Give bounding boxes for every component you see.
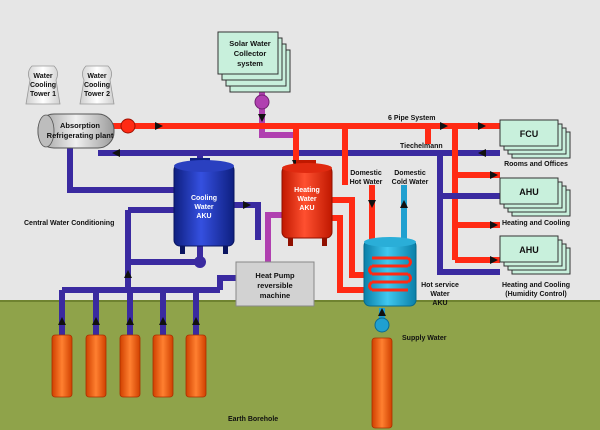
six-pipe-system-label: 6 Pipe System xyxy=(388,115,435,122)
cooling-bottom-pipe xyxy=(128,245,203,265)
heat-pump: Heat Pump reversible machine xyxy=(235,261,315,307)
cooling-akku-label-line3: AKU xyxy=(196,213,211,220)
arrow-icon xyxy=(440,122,448,130)
manifold-to-heatpump-pipe xyxy=(217,275,240,290)
arrow-icon xyxy=(58,317,66,325)
domestic-cold-label-line2: Cold Water xyxy=(392,179,429,186)
central-water-conditioning-label: Central Water Conditioning xyxy=(24,220,114,227)
absorption-label-line2: Refrigerating plant xyxy=(47,131,114,140)
hot-service-water-akku xyxy=(363,237,417,307)
arrow-icon xyxy=(478,149,486,157)
tower1-label-line3: Tower 1 xyxy=(30,91,56,98)
arrow-icon xyxy=(159,317,167,325)
arrow-icon xyxy=(126,317,134,325)
arrow-icon xyxy=(490,171,498,179)
heatpump-label-line1: Heat Pump xyxy=(255,271,295,280)
absorption-return-pipe xyxy=(67,140,174,193)
heatpump-to-heating-pipe xyxy=(265,212,282,262)
pump-icon-red xyxy=(120,118,136,134)
cooling-to-heatpump-pipe xyxy=(233,202,261,240)
arrow-icon xyxy=(258,114,266,122)
hot-service-label-line1: Hot service xyxy=(421,282,459,289)
hot-service-label-line3: AKU xyxy=(432,300,447,307)
cooling-akku-label-line2: Water xyxy=(194,204,213,211)
arrow-icon xyxy=(478,122,486,130)
tower2-label-line2: Cooling xyxy=(84,82,110,89)
ahu-unit-2: AHU xyxy=(499,235,571,275)
solar-water-collector: Solar Water Collector system xyxy=(217,31,291,93)
absorption-refrigerating-plant: Absorption Refrigerating plant xyxy=(37,113,115,149)
heating-akku-label-line1: Heating xyxy=(294,187,320,194)
fcu-label: FCU xyxy=(520,129,539,139)
heating-return-pipe xyxy=(330,215,370,293)
arrow-icon xyxy=(400,200,408,208)
heating-to-hot-service-pipe xyxy=(330,197,372,278)
heating-cooling-humidity-label-line2: (Humidity Control) xyxy=(505,291,566,298)
heatpump-label-line3: machine xyxy=(260,291,290,300)
blue-to-ahu2 xyxy=(437,196,500,275)
domestic-cold-label-line1: Domestic xyxy=(394,170,426,177)
heating-coil xyxy=(372,256,408,292)
cooling-tower-1: Water Cooling Tower 1 xyxy=(25,65,61,105)
cooling-tower-2: Water Cooling Tower 2 xyxy=(79,65,115,105)
pump-icon-solar xyxy=(254,94,270,110)
borehole-5 xyxy=(185,334,207,398)
pump-icon-supply xyxy=(374,317,390,333)
arrow-icon xyxy=(92,317,100,325)
domestic-hot-label-line2: Hot Water xyxy=(350,179,383,186)
heating-akku-label-line2: Water xyxy=(297,196,316,203)
arrow-icon xyxy=(124,270,132,278)
tower2-label-line1: Water xyxy=(87,73,106,80)
arrow-icon xyxy=(192,317,200,325)
fcu-unit: FCU xyxy=(499,119,571,159)
cooling-akku-label-line1: Cooling xyxy=(191,195,217,202)
heating-akku-label-line3: AKU xyxy=(299,205,314,212)
flow-arrows xyxy=(58,114,498,325)
ahu-unit-1: AHU xyxy=(499,177,571,217)
pipes xyxy=(59,80,500,335)
tiechelmann-label: Tiechelmann xyxy=(400,143,443,150)
earth-boreholes xyxy=(51,334,207,398)
borehole-2 xyxy=(85,334,107,398)
hot-service-label-line2: Water xyxy=(430,291,449,298)
solar-to-heating-pipe xyxy=(259,104,299,172)
arrow-icon xyxy=(490,256,498,264)
rooms-offices-label: Rooms and Offices xyxy=(504,161,568,168)
heating-cooling-humidity-label-line1: Heating and Cooling xyxy=(502,282,570,289)
heatpump-label-line2: reversible xyxy=(257,281,292,290)
pumps xyxy=(120,94,390,333)
absorption-label-line1: Absorption xyxy=(60,121,100,130)
tower1-label-line1: Water xyxy=(33,73,52,80)
tower2-label-line3: Tower 2 xyxy=(84,91,110,98)
arrow-icon xyxy=(378,308,386,316)
arrow-icon xyxy=(368,200,376,208)
arrow-icon xyxy=(490,221,498,229)
supply-water-well xyxy=(371,337,393,429)
cooling-water-akku: Cooling Water AKU xyxy=(173,158,235,254)
borehole-1 xyxy=(51,334,73,398)
arrow-icon xyxy=(112,149,120,157)
heating-water-akku: Heating Water AKU xyxy=(281,160,333,246)
solar-label-line1: Solar Water xyxy=(229,39,270,48)
tower1-label-line2: Cooling xyxy=(30,82,56,89)
heating-cooling-label: Heating and Cooling xyxy=(502,220,570,227)
arrow-icon xyxy=(243,201,251,209)
solar-label-line2: Collector xyxy=(234,49,267,58)
solar-label-line3: system xyxy=(237,59,263,68)
arrow-icon xyxy=(155,122,163,130)
earth-borehole-label: Earth Borehole xyxy=(228,416,278,423)
pump-icon-blue xyxy=(194,256,206,268)
ahu1-label: AHU xyxy=(519,187,539,197)
ahu2-label: AHU xyxy=(519,245,539,255)
supply-water-label: Supply Water xyxy=(402,335,447,342)
borehole-4 xyxy=(152,334,174,398)
borehole-3 xyxy=(119,334,141,398)
domestic-hot-label-line1: Domestic xyxy=(350,170,382,177)
